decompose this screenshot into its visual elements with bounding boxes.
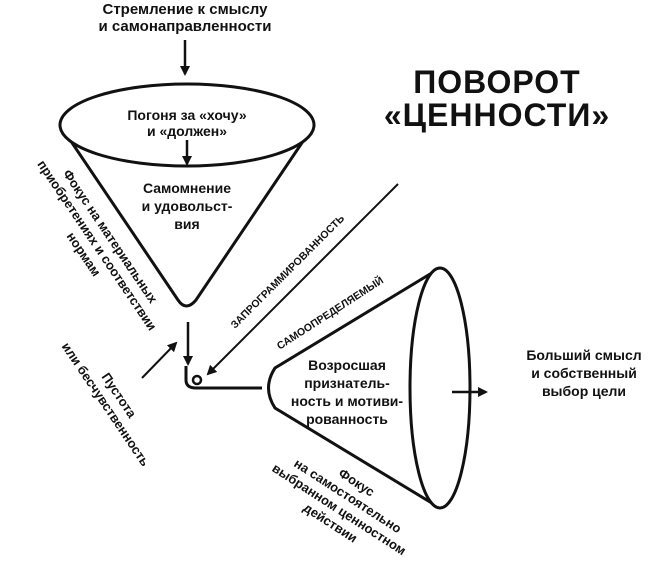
- cone-text-line2: признатель-: [304, 375, 390, 391]
- void-label: Пустота или бесчувственность: [59, 339, 153, 468]
- cone-text-line1: Возросшая: [308, 357, 386, 373]
- right-cone: [267, 266, 472, 510]
- diagram-title-line2: «ЦЕННОСТИ»: [384, 97, 610, 133]
- void-arrow: [141, 341, 178, 379]
- cone-text-line4: рованность: [306, 411, 388, 427]
- funnel-body-line3: вия: [174, 216, 199, 232]
- funnel-body-line1: Самомнение: [143, 180, 231, 196]
- bottom-focus-label: Фокус на самостоятельно выбранном ценнос…: [269, 456, 408, 559]
- cone-text-line3: ность и мотиви-: [291, 393, 404, 409]
- top-funnel: [58, 82, 316, 308]
- top-input-line1: Стремление к смыслу: [103, 1, 269, 18]
- programmed-arrow: [206, 183, 399, 376]
- output-line2: и собственный: [531, 365, 637, 381]
- funnel-rim-line1: Погоня за «хочу»: [127, 107, 246, 123]
- selfdetermined-label: САМООПРЕДЕЛЯЕМЫЙ: [274, 274, 386, 353]
- pivot-path: [184, 366, 262, 390]
- pivot-point: [191, 374, 203, 386]
- output-line1: Больший смысл: [526, 347, 641, 363]
- diagram-title-line1: ПОВОРОТ: [413, 64, 580, 100]
- funnel-body-line2: и удовольст-: [142, 198, 233, 214]
- output-line3: выбор цели: [542, 383, 626, 399]
- top-input-line2: и самонаправленности: [99, 18, 272, 35]
- funnel-rim-line2: и «должен»: [147, 123, 227, 139]
- void-label-line2: или бесчувственность: [59, 339, 153, 468]
